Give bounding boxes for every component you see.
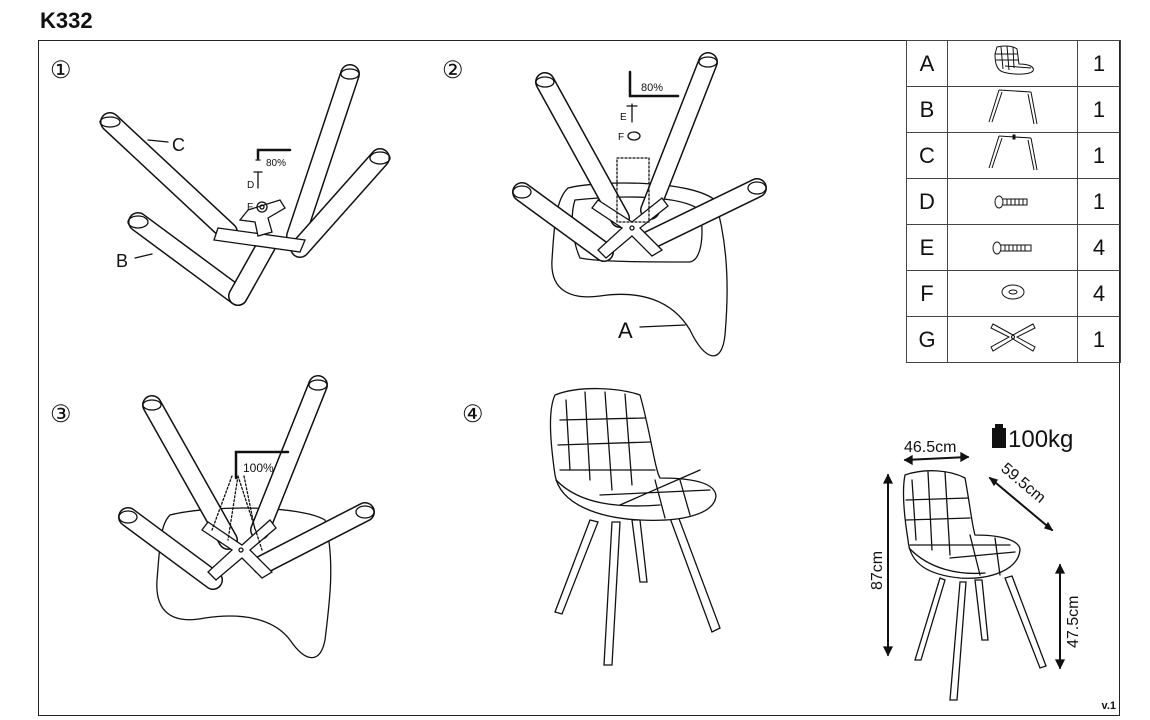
step-number: ①: [50, 57, 72, 84]
dimensions-diagram: 46.5cm 59.5cm 87cm 47.5cm 100kg: [869, 424, 1082, 701]
short-screw-icon: [947, 178, 1078, 225]
cross-plate-icon: [947, 316, 1078, 363]
part-quantity: 4: [1077, 270, 1121, 317]
part-letter: D: [906, 178, 948, 225]
part-quantity: 1: [1077, 86, 1121, 133]
hex-key-icon: [628, 70, 680, 98]
part-letter: C: [906, 132, 948, 179]
step-2: ② 80% E F A: [442, 52, 767, 357]
screw-icon: [253, 149, 263, 189]
leg-frame-icon: [947, 86, 1078, 133]
part-letter: E: [906, 224, 948, 271]
part-quantity: 1: [1077, 40, 1121, 87]
torque-label: 80%: [266, 158, 286, 169]
assembled-chair: [549, 387, 721, 666]
seat-outline: [156, 507, 332, 659]
seat-label-a: A: [618, 318, 633, 343]
part-quantity: 1: [1077, 178, 1121, 225]
weight-icon: [992, 424, 1006, 448]
part-label-f: F: [247, 202, 253, 213]
seat-height-label: 47.5cm: [1065, 596, 1082, 648]
hex-key-icon: [234, 450, 290, 480]
torque-label: 80%: [641, 82, 663, 94]
step-number: ④: [462, 401, 484, 428]
washer-icon: [947, 270, 1078, 317]
torque-label: 100%: [243, 461, 274, 475]
hex-key-icon: [256, 148, 292, 160]
part-letter: A: [906, 40, 948, 87]
width-label: 46.5cm: [904, 439, 956, 456]
step-number: ②: [442, 57, 464, 84]
seat-icon: [947, 40, 1078, 87]
part-letter: B: [906, 86, 948, 133]
screw-icon: [626, 103, 638, 123]
width-arrow: [904, 456, 969, 461]
legs-step1: [99, 64, 391, 306]
step-3: ③ 100%: [50, 375, 375, 659]
max-load-label: 100kg: [1008, 426, 1073, 453]
leg-frame-notched-icon: [947, 132, 1078, 179]
part-label-d: D: [247, 180, 254, 191]
depth-arrow: [989, 477, 1053, 531]
part-letter: G: [906, 316, 948, 363]
washer-icon: [627, 131, 641, 141]
part-quantity: 1: [1077, 316, 1121, 363]
step-4: ④: [462, 387, 721, 666]
step-1: ① 80% D F C B: [50, 57, 391, 306]
version-label: v.1: [1101, 700, 1116, 712]
part-label-f: F: [618, 132, 624, 143]
leg-label-b: B: [116, 251, 128, 271]
leg-label-c: C: [172, 135, 185, 155]
part-quantity: 4: [1077, 224, 1121, 271]
part-letter: F: [906, 270, 948, 317]
height-label: 87cm: [869, 551, 886, 590]
instruction-frame: [38, 40, 1120, 716]
step-number: ③: [50, 401, 72, 428]
product-code: K332: [40, 8, 93, 33]
part-label-e: E: [620, 112, 627, 123]
long-screw-icon: [947, 224, 1078, 271]
part-quantity: 1: [1077, 132, 1121, 179]
depth-label: 59.5cm: [997, 460, 1048, 507]
